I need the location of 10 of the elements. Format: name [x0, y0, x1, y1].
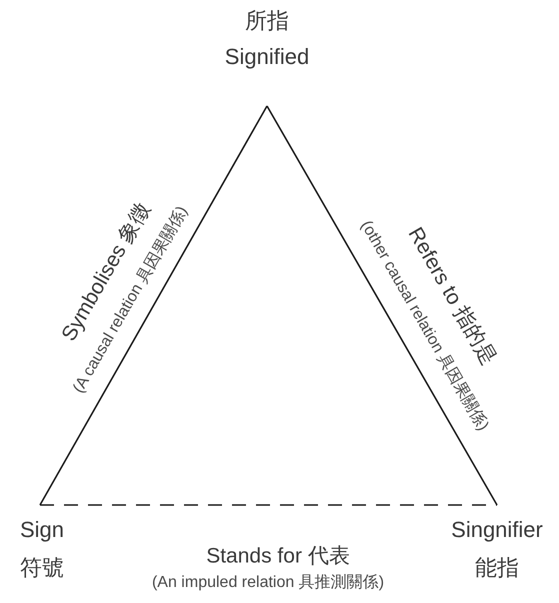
dashed-line: [40, 504, 497, 506]
node-label: 能指: [475, 557, 519, 579]
node-label: 符號: [20, 557, 64, 579]
node-label: 所指: [245, 10, 289, 32]
node-label: Sign: [20, 519, 64, 541]
edge-label: Stands for 代表: [204, 546, 352, 566]
node-label: Singnifier: [451, 519, 543, 541]
line: [39, 106, 268, 506]
node-label: Signified: [224, 46, 310, 68]
line: [266, 106, 498, 506]
